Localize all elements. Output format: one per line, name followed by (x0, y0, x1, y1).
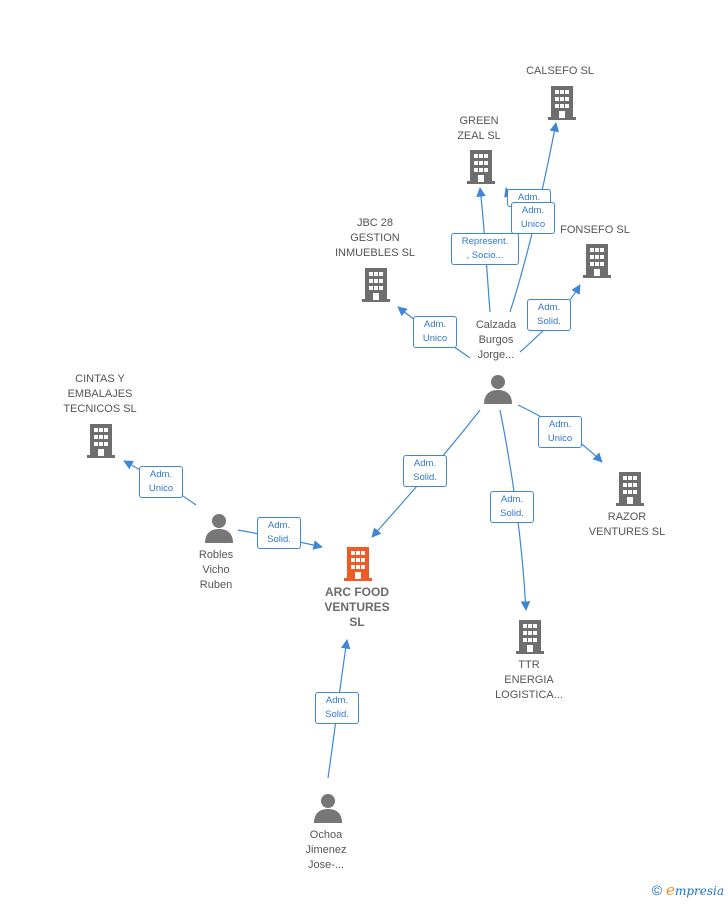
building-icon (87, 424, 115, 458)
building-icon (616, 472, 644, 506)
person-label: Calzada Burgos Jorge... (475, 319, 517, 361)
person-icon (484, 375, 512, 404)
relation-label-calsefo[interactable]: Adm. Unico (511, 202, 555, 234)
company-label: TTR ENERGIA LOGISTICA... (495, 659, 563, 701)
relation-label-razor[interactable]: Adm. Unico (538, 416, 582, 448)
company-label: JBC 28 GESTION INMUEBLES SL (334, 217, 416, 259)
relation-label-ttr[interactable]: Adm. Solid. (490, 491, 534, 523)
relation-label-arc-ochoa[interactable]: Adm. Solid. (315, 692, 359, 724)
company-label: CINTAS Y EMBALAJES TECNICOS SL (63, 373, 137, 415)
brand-e: e (666, 881, 675, 899)
company-label: FONSEFO SL (560, 224, 630, 236)
relation-label-cintas[interactable]: Adm. Unico (139, 466, 183, 498)
relation-label-green[interactable]: Represent. , Socio... (451, 233, 519, 265)
building-icon (362, 268, 390, 302)
company-label: RAZOR VENTURES SL (588, 511, 666, 538)
company-label: CALSEFO SL (526, 65, 594, 77)
person-label: Robles Vicho Ruben (198, 549, 234, 591)
company-label: ARC FOOD VENTURES SL (324, 585, 390, 629)
empresia-brand: ©empresia (652, 881, 724, 899)
relation-label-fonsefo[interactable]: Adm. Solid. (527, 299, 571, 331)
relation-label-arc-robles[interactable]: Adm. Solid. (257, 517, 301, 549)
person-icon (314, 794, 342, 823)
building-icon (467, 150, 495, 184)
company-label: GREEN ZEAL SL (457, 115, 501, 142)
person-icon (205, 514, 233, 543)
relation-label-arc-calzada[interactable]: Adm. Solid. (403, 455, 447, 487)
building-icon (344, 547, 372, 581)
copyright-icon: © (651, 882, 663, 898)
building-icon (516, 620, 544, 654)
building-icon (548, 86, 576, 120)
building-icon (583, 244, 611, 278)
brand-name: mpresia (674, 884, 724, 898)
person-label: Ochoa Jimenez Jose-... (305, 829, 347, 871)
relation-label-jbc[interactable]: Adm. Unico (413, 316, 457, 348)
